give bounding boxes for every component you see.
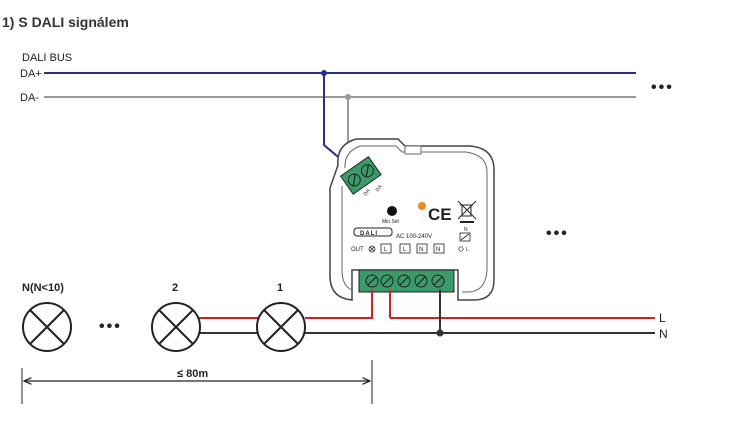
- lamp-2-label: 2: [172, 282, 178, 294]
- lamp-1: [256, 302, 306, 352]
- terminal-box-l2: [399, 243, 411, 254]
- da-plus-label: DA+: [20, 68, 42, 80]
- power-terminal-screw-slot-5: [433, 276, 443, 286]
- terminal-box-n2: [433, 243, 445, 254]
- weee-bin-icon: [457, 200, 477, 223]
- terminal-box-label-n2: N: [436, 247, 440, 253]
- lamp-2: [151, 302, 201, 352]
- lamp-n: [22, 302, 72, 352]
- min-set-label: Min.Set: [382, 219, 400, 225]
- bus-continuation-dots: •••: [651, 79, 674, 96]
- dali-terminal-block: [339, 155, 382, 195]
- dali-logo: [353, 227, 393, 237]
- voltage-rating: AC 100-240V: [396, 234, 432, 240]
- dali-bus-label: DALI BUS: [22, 52, 72, 64]
- diagram-title: 1) S DALI signálem: [2, 14, 129, 30]
- lamp-symbol-icon: [458, 246, 464, 252]
- out-label: OUT: [351, 247, 364, 253]
- power-terminal-screw-slot-2: [382, 276, 392, 286]
- neutral-label: N: [659, 327, 668, 341]
- n-symbol-label: N: [464, 227, 468, 233]
- terminal-box-label-l1: L: [384, 247, 388, 253]
- l-symbol-label: L: [466, 247, 469, 253]
- lamp-1-label: 1: [277, 282, 283, 294]
- min-set-button[interactable]: [387, 206, 397, 216]
- power-terminal-block: [358, 269, 455, 293]
- ballast-symbol-icon: [459, 232, 471, 242]
- da-minus-label: DA-: [20, 92, 39, 104]
- terminal-box-label-n1: N: [419, 247, 423, 253]
- live-label: L: [659, 311, 666, 325]
- neutral-junction: [436, 329, 444, 337]
- device-continuation-dots: •••: [546, 225, 569, 242]
- out-lamp-icon: [368, 245, 376, 253]
- terminal-box-l1: [380, 243, 392, 254]
- power-terminal-screw-slot-4: [416, 276, 426, 286]
- power-terminal-screw-slot-1: [367, 276, 377, 286]
- lamp-n-label: N(N<10): [22, 282, 64, 294]
- terminal-label-da2: DA: [375, 183, 384, 193]
- terminal-box-n1: [416, 243, 428, 254]
- distance-label: ≤ 80m: [177, 368, 208, 380]
- dali-logo-text: DALI: [360, 231, 378, 237]
- terminal-box-label-l2: L: [403, 247, 407, 253]
- out-wire-to-lamp1: [305, 290, 373, 319]
- status-led: [418, 202, 426, 210]
- power-terminal-screw-slot-3: [399, 276, 409, 286]
- terminal-label-da1: DA: [363, 187, 372, 197]
- lamp-continuation-dots: •••: [99, 318, 122, 335]
- dali-controller-device: DA DA Min.Set CE N L DALI AC 100-240V OU…: [329, 138, 495, 301]
- ce-mark: CE: [428, 205, 452, 224]
